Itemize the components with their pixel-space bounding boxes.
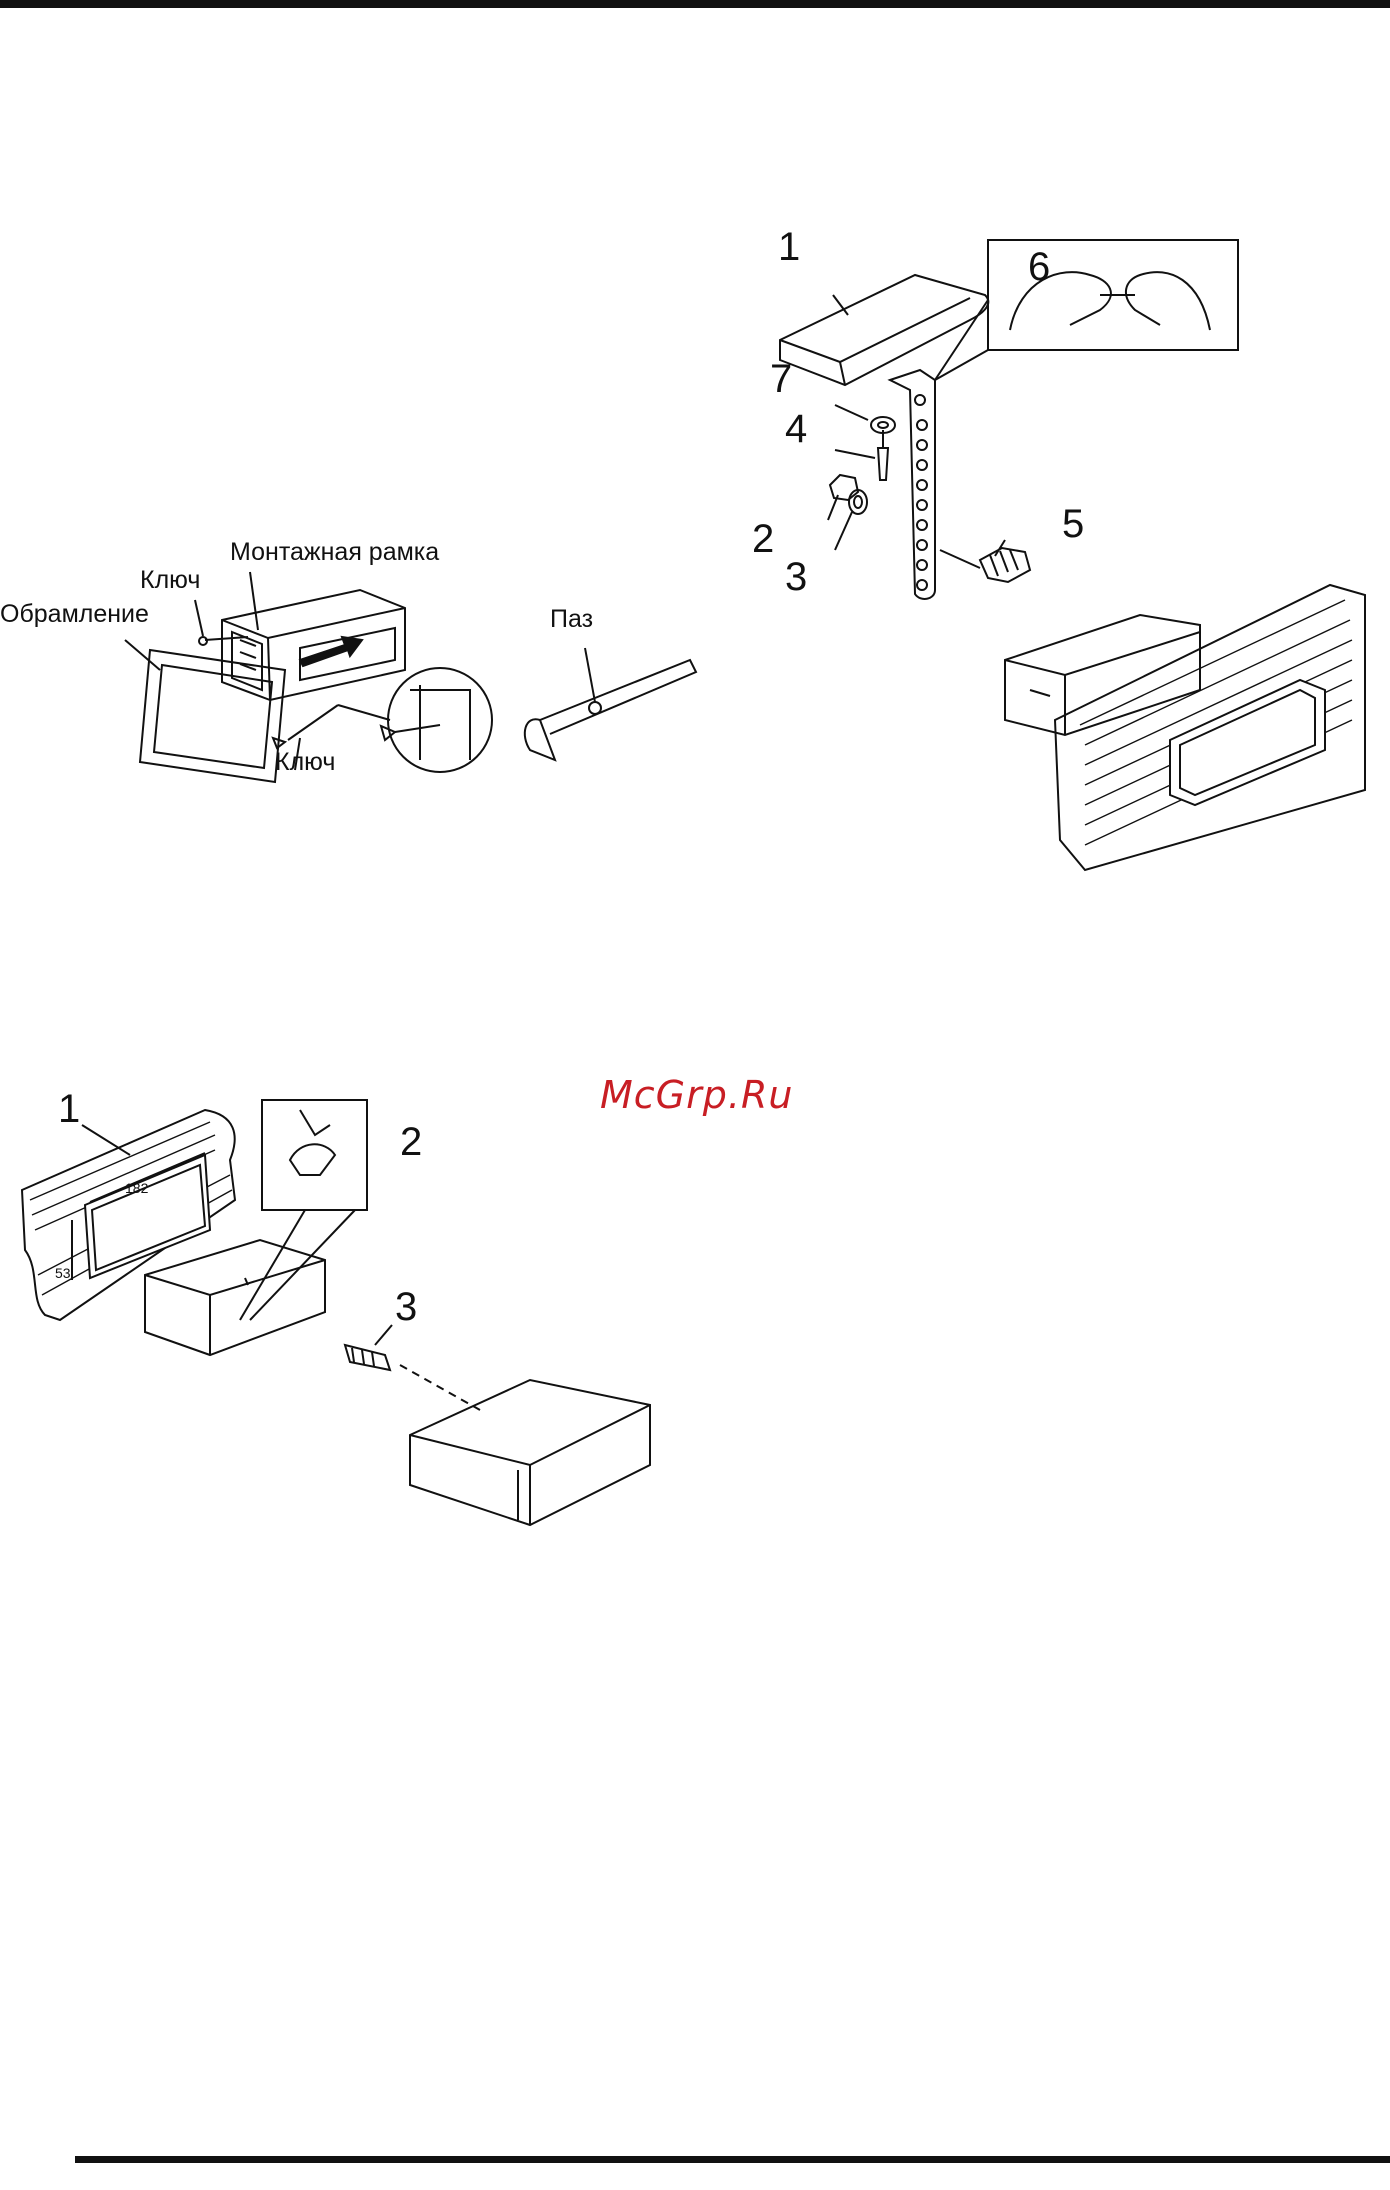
label-slot: Паз bbox=[550, 605, 593, 634]
callout-3: 3 bbox=[785, 555, 807, 600]
figure-removal-keys: Монтажная рамка Ключ Обрамление Ключ Паз bbox=[0, 520, 720, 820]
label-trim: Обрамление bbox=[0, 600, 149, 629]
figure-bracket-mounting: 1 6 7 4 2 3 5 bbox=[740, 220, 1390, 850]
callout-1: 1 bbox=[58, 1087, 80, 1132]
label-mounting-frame: Монтажная рамка bbox=[230, 538, 439, 567]
figure-sleeve-mounting-drawing bbox=[0, 1080, 700, 1540]
top-rule bbox=[0, 0, 1390, 8]
dimension-height: 53 bbox=[55, 1265, 71, 1281]
callout-2: 2 bbox=[400, 1120, 422, 1165]
callout-7: 7 bbox=[770, 357, 792, 402]
figure-sleeve-mounting: 1 2 3 182 53 bbox=[0, 1080, 700, 1540]
callout-4: 4 bbox=[785, 407, 807, 452]
dimension-width: 182 bbox=[125, 1180, 148, 1196]
callout-6: 6 bbox=[1028, 245, 1050, 290]
callout-5: 5 bbox=[1062, 502, 1084, 547]
label-key-bottom: Ключ bbox=[275, 748, 335, 777]
watermark: McGrp.Ru bbox=[600, 1073, 793, 1117]
bottom-rule bbox=[75, 2156, 1390, 2163]
callout-2: 2 bbox=[752, 517, 774, 562]
label-key-top: Ключ bbox=[140, 566, 200, 595]
callout-3: 3 bbox=[395, 1285, 417, 1330]
callout-1: 1 bbox=[778, 225, 800, 270]
